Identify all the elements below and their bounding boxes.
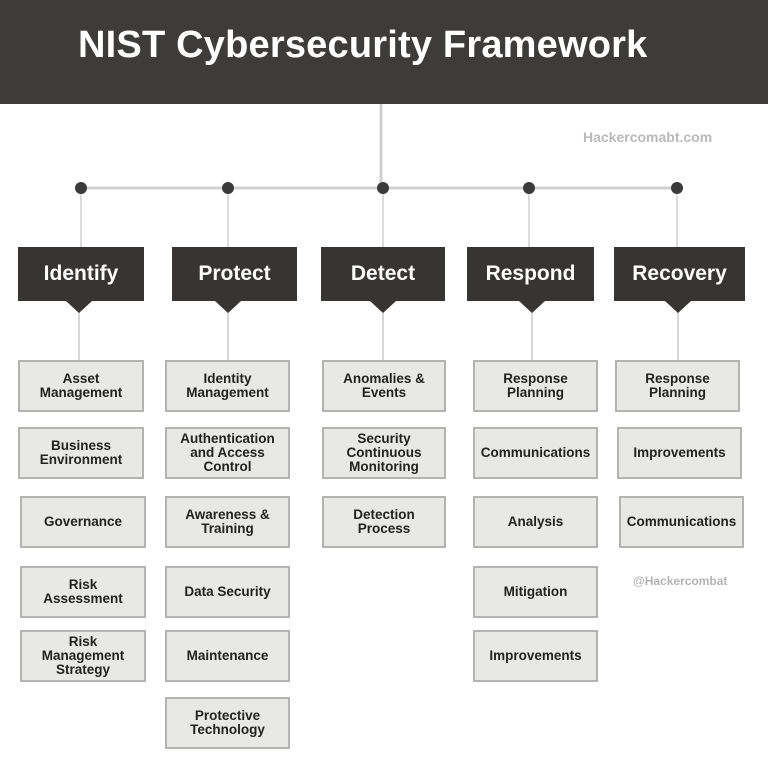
respond-item-response-planning: Response Planning (473, 360, 598, 412)
node-protect (222, 182, 234, 194)
respond-item-analysis: Analysis (473, 496, 598, 548)
respond-item-mitigation: Mitigation (473, 566, 598, 618)
detect-item-security-continuous-monitoring: Security Continuous Monitoring (322, 427, 446, 479)
page-title: NIST Cybersecurity Framework (78, 24, 648, 66)
header-banner: NIST Cybersecurity Framework (0, 0, 768, 104)
identify-item-governance: Governance (20, 496, 146, 548)
detect-item-detection-process: Detection Process (322, 496, 446, 548)
identify-item-risk-management-strategy: Risk Management Strategy (20, 630, 146, 682)
category-identify: Identify (18, 247, 144, 301)
recovery-item-improvements: Improvements (617, 427, 742, 479)
pointer-recovery (665, 301, 691, 313)
identify-item-business-environment: Business Environment (18, 427, 144, 479)
category-respond: Respond (467, 247, 594, 301)
watermark-bottom: @Hackercombat (633, 574, 728, 588)
detect-item-anomalies-events: Anomalies & Events (322, 360, 446, 412)
recovery-item-communications: Communications (619, 496, 744, 548)
watermark-top: Hackercomabt.com (583, 129, 713, 145)
node-identify (75, 182, 87, 194)
protect-item-protective-technology: Protective Technology (165, 697, 290, 749)
category-recovery: Recovery (614, 247, 745, 301)
protect-item-authentication-access-control: Authentication and Access Control (165, 427, 290, 479)
protect-item-data-security: Data Security (165, 566, 290, 618)
identify-item-asset-management: Asset Management (18, 360, 144, 412)
pointer-protect (215, 301, 241, 313)
category-detect: Detect (321, 247, 445, 301)
pointer-identify (66, 301, 92, 313)
category-protect: Protect (172, 247, 297, 301)
protect-item-identity-management: Identity Management (165, 360, 290, 412)
recovery-item-response-planning: Response Planning (615, 360, 740, 412)
pointer-detect (370, 301, 396, 313)
protect-item-awareness-training: Awareness & Training (165, 496, 290, 548)
node-respond (523, 182, 535, 194)
identify-item-risk-assessment: Risk Assessment (20, 566, 146, 618)
respond-item-communications: Communications (473, 427, 598, 479)
node-detect (377, 182, 389, 194)
respond-item-improvements: Improvements (473, 630, 598, 682)
protect-item-maintenance: Maintenance (165, 630, 290, 682)
node-recovery (671, 182, 683, 194)
pointer-respond (519, 301, 545, 313)
